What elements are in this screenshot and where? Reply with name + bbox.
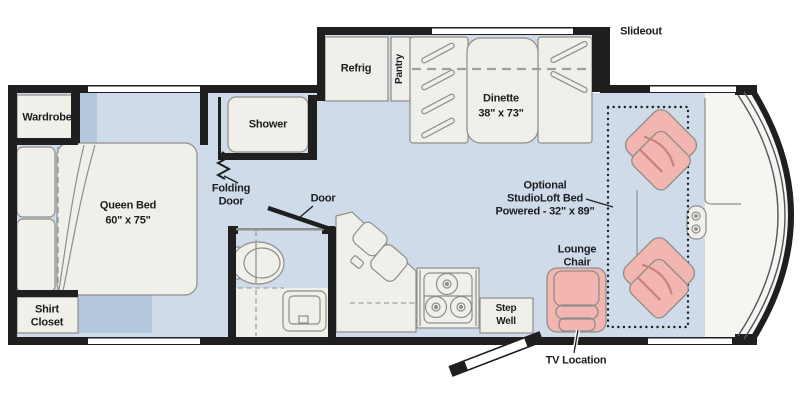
window (88, 338, 200, 344)
body-outline (748, 86, 794, 344)
cap-corner-bottom (735, 334, 757, 345)
bench-slat (421, 117, 455, 139)
windshield-line (737, 94, 779, 337)
dinette-table (466, 37, 539, 144)
studioloft-label-2: StudioLoft Bed (506, 192, 584, 205)
window (88, 86, 200, 92)
folding-door-icon (215, 151, 232, 180)
bench-slat (550, 40, 588, 64)
step-well-label-2: Well (496, 316, 516, 327)
queen-bed-label: Queen Bed (99, 199, 157, 212)
tv-leader-line (573, 329, 579, 354)
vanity-sink (282, 290, 327, 332)
lounge-chair-label-1: Lounge (557, 243, 597, 256)
shirt-closet-box (16, 296, 79, 334)
captain-chair-passenger (624, 109, 698, 191)
entry-door (448, 331, 544, 377)
lounge-chair (546, 267, 607, 333)
bed-cover-fold (58, 144, 85, 291)
lounge-chair-label-2: Chair (563, 256, 591, 269)
chairs (546, 109, 698, 333)
window (432, 28, 573, 34)
center-console (686, 205, 707, 240)
windows (88, 28, 736, 344)
step-well-box (479, 297, 534, 334)
bench-slat (421, 42, 455, 64)
folding-door-label-2: Door (218, 195, 244, 208)
furniture (16, 36, 741, 337)
door-label: Door (310, 192, 336, 205)
bench-slat (550, 70, 588, 94)
vanity-basin (288, 295, 321, 325)
bath-door (267, 205, 331, 232)
leader-lines (223, 175, 614, 354)
shower-label: Shower (248, 118, 288, 131)
studioloft-bed-outline (606, 105, 690, 329)
studioloft-label-3: Powered - 32" x 89" (495, 205, 595, 218)
cap-corner-top (735, 85, 757, 95)
bed-slide-strip-lower (78, 295, 152, 333)
bed-slide-strip (80, 93, 97, 143)
shirt-closet-label-1: Shirt (34, 303, 60, 316)
nightstand-upper (16, 146, 56, 218)
slideout-label: Slideout (620, 25, 662, 38)
tv-location-label: TV Location (545, 354, 607, 367)
refrig-label: Refrig (340, 62, 372, 75)
queen-bed (56, 142, 198, 296)
windshield-line (743, 91, 786, 340)
bench-slat (421, 69, 455, 91)
step-well-label-1: Step (495, 303, 517, 314)
studioloft-label-1: Optional (523, 179, 567, 192)
dinette-label: Dinette (483, 92, 519, 105)
sink-basin-2 (370, 244, 408, 282)
bathroom-wall-line (236, 228, 324, 231)
dash-step (704, 199, 741, 205)
refrigerator-box (324, 36, 389, 102)
toilet-bowl (243, 247, 281, 279)
window (650, 86, 736, 92)
window (648, 338, 732, 344)
nightstand-lower (16, 218, 56, 293)
bed-cover-fold (62, 144, 96, 292)
front-cap (737, 86, 794, 344)
dinette-dims: 38" x 73" (478, 107, 524, 120)
vanity-faucet (298, 315, 309, 324)
shirt-closet-label-2: Closet (30, 316, 64, 329)
cab-area (705, 88, 791, 343)
sink-faucet (350, 255, 364, 269)
wardrobe-label: Wardrobe (22, 111, 72, 124)
queen-bed-dims: 60" x 75" (105, 214, 151, 227)
folding-door-label-1: Folding (211, 182, 251, 195)
captain-chair-driver (622, 237, 696, 319)
pantry-label: Pantry (394, 54, 405, 84)
bench-slat (421, 93, 455, 115)
dashed-lines (57, 67, 600, 336)
